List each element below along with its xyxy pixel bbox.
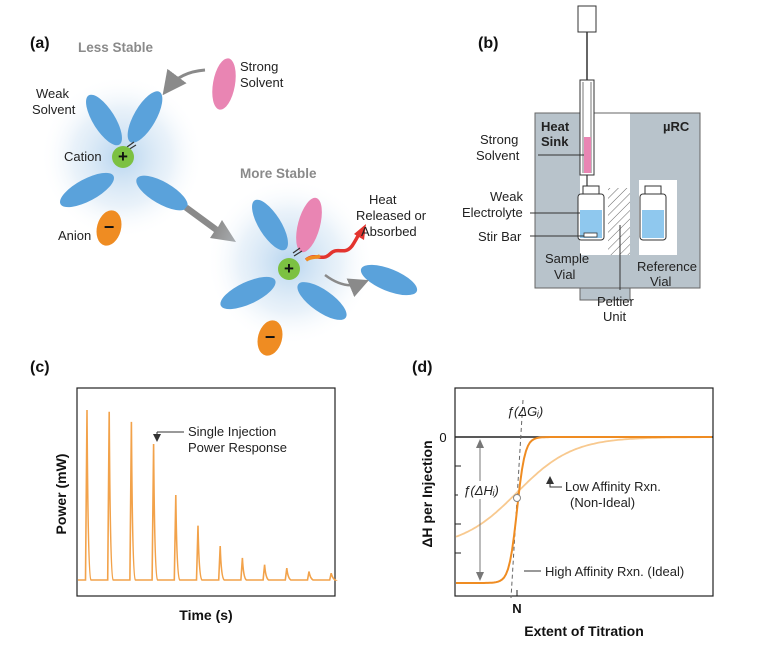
reference-vial-label-2: Vial: [650, 274, 672, 289]
strong-solvent-molecule: [296, 197, 322, 253]
dg-label: ƒ(ΔGᵢ): [507, 404, 543, 419]
high-affinity-label: High Affinity Rxn. (Ideal): [545, 564, 684, 579]
strong-solvent-molecule: [212, 58, 236, 110]
cation-plus: +: [284, 259, 294, 278]
cation-plus: +: [118, 147, 128, 166]
strong-solvent-b-label-2: Solvent: [476, 148, 520, 163]
less-stable-label: Less Stable: [78, 40, 154, 55]
stir-bar-label: Stir Bar: [478, 229, 522, 244]
dh-label: ƒ(ΔHᵢ): [463, 483, 499, 498]
anion-icon: [96, 210, 122, 246]
panel-b: (b) Heat Sink µRC Stron: [462, 5, 701, 324]
more-stable-label: More Stable: [240, 166, 317, 181]
anion-minus: −: [265, 327, 276, 347]
panel-d: (d) ΔH per Injection Extent of Titration…: [412, 359, 714, 639]
weak-electrolyte-label-1: Weak: [490, 189, 523, 204]
weak-solvent-label-1: Weak: [36, 86, 69, 101]
urc-label: µRC: [663, 119, 690, 134]
anion-minus: −: [104, 217, 115, 237]
low-affinity-label-1: Low Affinity Rxn.: [565, 479, 661, 494]
strong-solvent-label-1: Strong: [240, 59, 278, 74]
cation-label: Cation: [64, 149, 102, 164]
plot-c-ylabel: Power (mW): [53, 454, 69, 535]
annotation-c-2: Power Response: [188, 440, 287, 455]
strong-solvent-label-2: Solvent: [240, 75, 284, 90]
syringe-plunger-cap: [577, 5, 597, 33]
weak-electrolyte-fill: [580, 210, 602, 238]
plot-d-xlabel: Extent of Titration: [524, 623, 644, 639]
coordination-bond-icon: [292, 247, 303, 257]
low-affinity-arrow-icon: [546, 476, 562, 488]
n-tick: N: [512, 601, 521, 616]
weak-solvent-molecule: [127, 91, 163, 143]
inflection-marker: [513, 494, 521, 502]
heat-label-1: Heat: [369, 192, 397, 207]
plot-d-frame: [454, 387, 714, 597]
plot-d-ylabel: ΔH per Injection: [419, 440, 435, 547]
heat-icon-base: [305, 254, 321, 262]
heat-label-2: Released or: [356, 208, 427, 223]
weak-solvent-molecule: [60, 172, 114, 208]
peltier-label-2: Unit: [603, 309, 627, 324]
dh-arrow-top: [476, 439, 484, 448]
weak-solvent-molecule: [297, 282, 347, 320]
peltier-label-1: Peltier: [597, 294, 635, 309]
panel-c-label: (c): [30, 359, 50, 376]
dh-arrow-bottom: [476, 572, 484, 581]
block-left: [535, 113, 580, 288]
cation-icon: [278, 258, 300, 280]
zero-tick: 0: [439, 430, 446, 445]
reference-vial-cap: [644, 185, 662, 195]
dh-label-bg: [458, 481, 504, 499]
released-weak-solvent: [360, 264, 418, 296]
high-affinity-curve: [456, 436, 712, 584]
block-outline: [534, 112, 701, 289]
weak-solvent-molecule: [136, 175, 188, 211]
heat-sink-label-2: Sink: [541, 134, 569, 149]
cation-icon: [112, 146, 134, 168]
approach-arrow-icon: [162, 68, 206, 96]
anion-icon: [257, 320, 283, 356]
sample-vial-label-2: Vial: [554, 267, 576, 282]
heat-arrowhead-icon: [354, 224, 366, 240]
weak-solvent-label-2: Solvent: [32, 102, 76, 117]
annotation-c-1: Single Injection: [188, 424, 276, 439]
power-trace: [78, 409, 338, 581]
panel-b-label: (b): [478, 35, 498, 52]
heat-label-3: Absorbed: [361, 224, 417, 239]
sample-vial-label-1: Sample: [545, 251, 589, 266]
sample-vial-cap: [582, 185, 600, 195]
panel-d-label: (d): [412, 359, 432, 376]
release-arrow-icon: [324, 273, 369, 298]
panel-a-label: (a): [30, 35, 50, 52]
weak-solvent-molecule: [220, 276, 276, 310]
panel-a: (a) Less Stable + Cation Weak Solvent St…: [30, 35, 427, 356]
low-affinity-label-2: (Non-Ideal): [570, 495, 635, 510]
stir-bar-icon: [583, 232, 598, 238]
reference-fill: [642, 210, 664, 238]
plot-c-xlabel: Time (s): [179, 607, 232, 623]
weak-solvent-molecule: [252, 199, 288, 251]
heat-sink-label-1: Heat: [541, 119, 570, 134]
strong-solvent-b-label-1: Strong: [480, 132, 518, 147]
anion-label: Anion: [58, 228, 91, 243]
weak-solvent-molecule: [86, 94, 122, 146]
block-bottom: [580, 255, 630, 288]
weak-electrolyte-label-2: Electrolyte: [462, 205, 523, 220]
peltier-hatch-2: [608, 188, 630, 255]
strong-solvent-fill: [584, 137, 591, 173]
plot-c-frame: [76, 387, 336, 597]
panel-c: (c) Power (mW) Time (s) Single Injection…: [30, 359, 338, 623]
reference-vial-label-1: Reference: [637, 259, 697, 274]
